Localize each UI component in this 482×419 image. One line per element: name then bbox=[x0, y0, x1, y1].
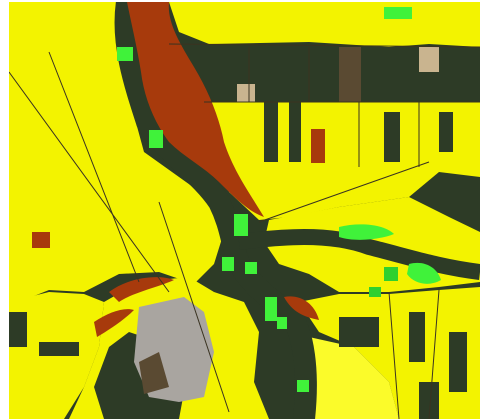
veg-patch bbox=[245, 262, 257, 274]
veg-patch bbox=[149, 130, 163, 148]
veg-patch-right bbox=[407, 262, 441, 284]
water-arc-bottom-left bbox=[109, 277, 174, 302]
strip bbox=[419, 47, 439, 72]
built-up-area bbox=[134, 297, 214, 402]
field-boundaries bbox=[9, 43, 480, 419]
reservoir-main bbox=[127, 2, 264, 217]
river-corridor bbox=[114, 2, 317, 419]
strip bbox=[39, 342, 79, 356]
pond-left bbox=[32, 232, 50, 248]
strip bbox=[271, 50, 281, 100]
strip bbox=[309, 47, 327, 102]
strip bbox=[289, 102, 301, 162]
strip bbox=[339, 47, 361, 102]
field-left-large bbox=[9, 2, 224, 302]
river-corridor-right bbox=[238, 229, 480, 280]
strip bbox=[339, 317, 379, 347]
strip bbox=[384, 112, 400, 162]
field-bottom-mid-right bbox=[299, 337, 399, 419]
pond-small-right bbox=[311, 129, 325, 163]
greenhouse-block-dark bbox=[139, 352, 169, 394]
water-bottom-center bbox=[284, 296, 319, 320]
strip bbox=[439, 112, 453, 152]
veg-patch bbox=[234, 214, 248, 236]
boundary bbox=[9, 71, 170, 293]
veg-patch bbox=[384, 267, 398, 281]
veg-patch-large bbox=[339, 224, 394, 240]
veg-patch bbox=[265, 297, 277, 321]
boundary bbox=[48, 51, 140, 283]
vegetation-layer bbox=[117, 7, 441, 392]
boundary bbox=[388, 291, 400, 419]
veg-patch bbox=[222, 257, 234, 271]
field-top-left-strip bbox=[9, 2, 104, 42]
strip bbox=[237, 84, 255, 102]
strip bbox=[409, 312, 425, 362]
boundary bbox=[428, 289, 440, 419]
boundary bbox=[158, 201, 230, 413]
imagery-strips-layer bbox=[9, 47, 469, 419]
water-arc-lower-left bbox=[94, 309, 134, 337]
water-bodies-layer bbox=[32, 2, 325, 337]
strip bbox=[264, 102, 278, 162]
strip bbox=[391, 47, 409, 102]
field-center-top bbox=[169, 2, 309, 44]
strip bbox=[449, 332, 467, 392]
veg-patch bbox=[277, 317, 287, 329]
strip bbox=[369, 47, 383, 102]
strip bbox=[449, 72, 469, 102]
boundary bbox=[168, 43, 480, 48]
strip bbox=[419, 382, 439, 419]
classified-field-map[interactable] bbox=[9, 2, 480, 419]
veg-patch bbox=[117, 47, 133, 61]
veg-patch bbox=[297, 380, 309, 392]
veg-patch bbox=[369, 287, 381, 297]
field-top-right bbox=[309, 2, 480, 47]
boundary bbox=[258, 161, 430, 223]
veg-patch bbox=[384, 7, 412, 19]
strip bbox=[9, 312, 27, 347]
